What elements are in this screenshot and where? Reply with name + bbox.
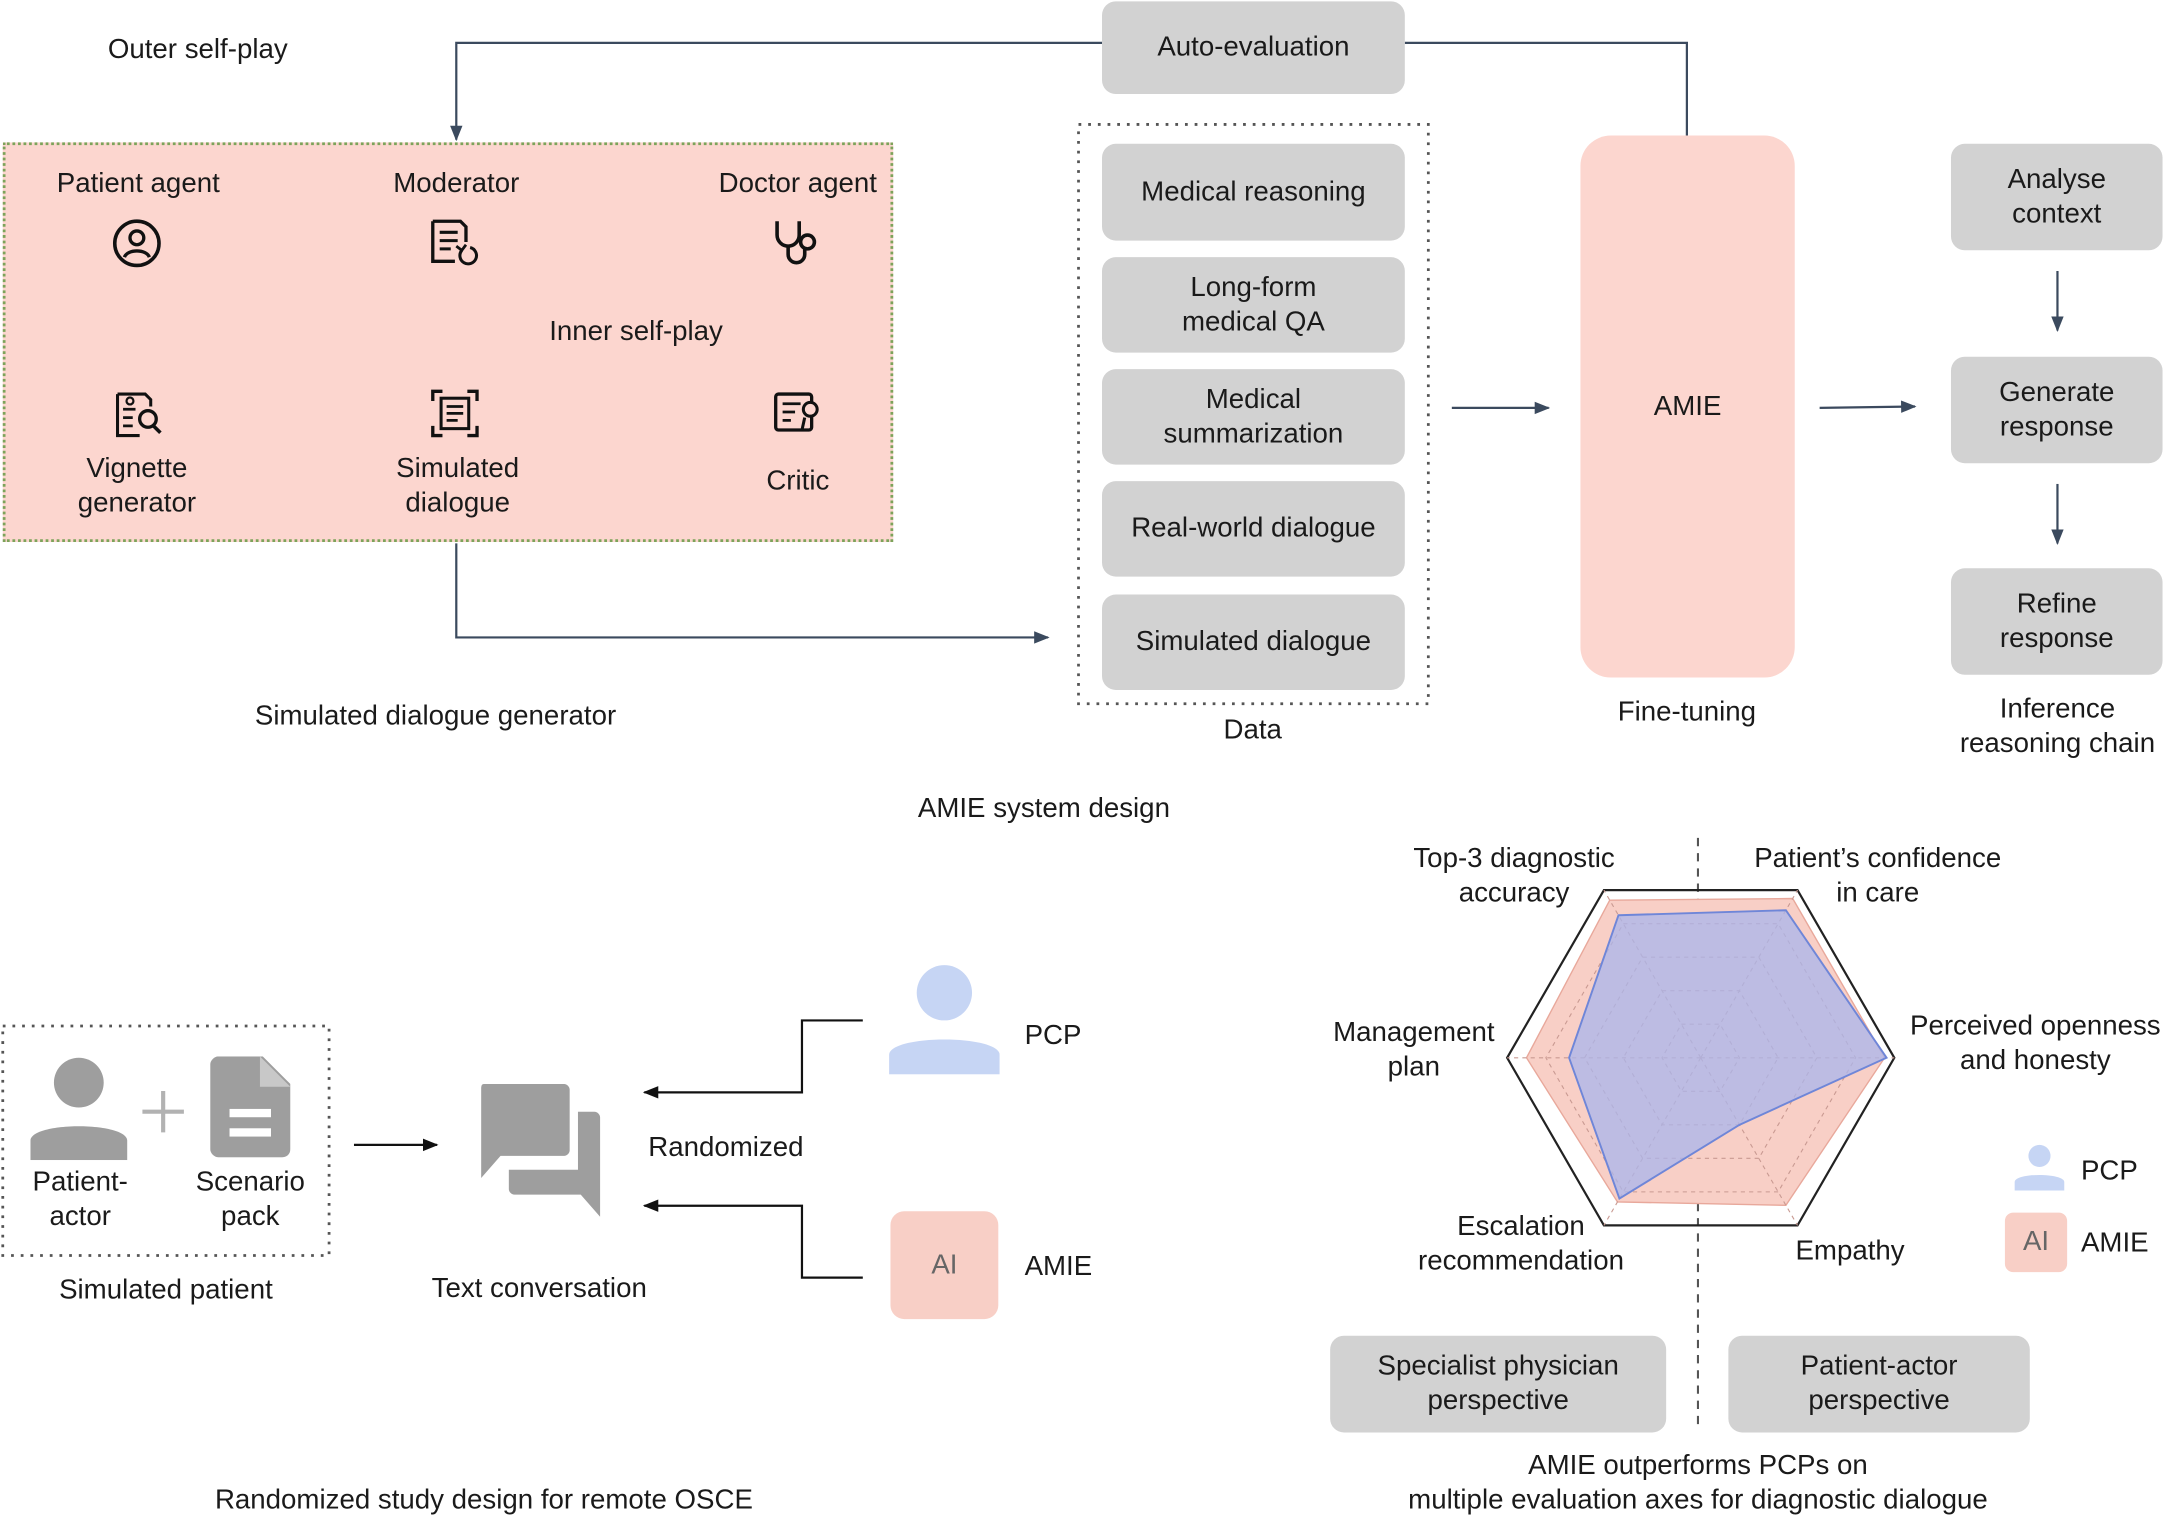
chat-bubbles-icon — [481, 1084, 601, 1217]
patient-actor-person-icon — [30, 1057, 128, 1161]
study-design-title: Randomized study design for remote OSCE — [214, 1485, 753, 1516]
randomized-label: Randomized — [648, 1132, 804, 1163]
amie-study-label: AMIE — [1024, 1251, 1093, 1282]
specialist-perspective-box: Specialist physician perspective — [1330, 1335, 1667, 1433]
vignette-generator-label: Vignette generator — [77, 453, 197, 519]
radar-series-pcp — [1568, 909, 1889, 1201]
patient-actor-label: Patient- actor — [32, 1166, 128, 1232]
data-item-label: Medical reasoning — [1141, 176, 1366, 207]
scenario-pack-label: Scenario pack — [195, 1166, 305, 1232]
stethoscope-icon — [775, 221, 817, 265]
fine-tuning-caption: Fine-tuning — [1617, 696, 1757, 728]
arrow-amie-to-conversation — [642, 1199, 863, 1279]
data-item: Simulated dialogue — [1102, 594, 1405, 690]
patient-agent-label: Patient agent — [56, 168, 220, 200]
axis-label-top3: Top-3 diagnostic accuracy — [1413, 843, 1615, 909]
simulated-dialogue-generator-area — [2, 142, 894, 543]
ai-badge-icon: AI — [890, 1211, 999, 1320]
chat-document-icon — [431, 389, 479, 438]
patient-actor-perspective-label: Patient-actor perspective — [1800, 1350, 1958, 1416]
document-refresh-icon — [431, 219, 478, 266]
specialist-perspective-label: Specialist physician perspective — [1377, 1350, 1619, 1416]
document-search-icon — [116, 392, 162, 438]
legend-ai-badge-label: AI — [2022, 1226, 2050, 1257]
ai-badge-label: AI — [931, 1249, 958, 1280]
chain-item-refine: Refine response — [1950, 568, 2163, 675]
chain-item-label: Generate response — [1999, 376, 2115, 442]
data-item: Medical reasoning — [1102, 143, 1405, 241]
simulated-dialogue-node-label: Simulated dialogue — [396, 453, 520, 519]
data-item: Long-form medical QA — [1102, 257, 1405, 353]
amie-model-label: AMIE — [1653, 390, 1722, 422]
plus-icon — [142, 1090, 184, 1133]
text-conversation-caption: Text conversation — [431, 1273, 647, 1304]
auto-evaluation-box: Auto-evaluation — [1102, 1, 1405, 95]
outer-self-play-label: Outer self-play — [107, 34, 288, 65]
data-item-label: Long-form medical QA — [1181, 271, 1325, 337]
axis-label-escalation: Escalation recommendation — [1417, 1211, 1624, 1277]
arrow-amie-to-chain — [1819, 400, 1917, 413]
generator-caption: Simulated dialogue generator — [254, 701, 617, 732]
radar-grid-spoke — [1700, 1057, 1798, 1226]
data-caption: Data — [1223, 714, 1282, 746]
amie-model-block: AMIE — [1580, 135, 1795, 678]
results-title: AMIE outperforms PCPs on multiple evalua… — [1408, 1450, 1988, 1516]
arrow-pcp-to-conversation — [642, 1019, 863, 1099]
data-item: Real-world dialogue — [1102, 481, 1405, 577]
axis-label-openness: Perceived openness and honesty — [1910, 1010, 2161, 1076]
chain-item-label: Refine response — [1999, 588, 2114, 654]
data-item-label: Medical summarization — [1163, 383, 1344, 449]
doctor-agent-label: Doctor agent — [718, 168, 877, 200]
moderator-label: Moderator — [393, 168, 520, 200]
chain-item-label: Analyse context — [2007, 163, 2106, 229]
data-item: Medical summarization — [1102, 369, 1405, 465]
legend-pcp-label: PCP — [2080, 1155, 2138, 1187]
outer-loop-arrow — [450, 41, 1103, 142]
legend-amie-label: AMIE — [2080, 1227, 2149, 1259]
scenario-document-icon — [210, 1056, 291, 1158]
data-item-label: Real-world dialogue — [1131, 512, 1376, 544]
radar-grid-ring — [1545, 923, 1857, 1193]
chain-item-generate: Generate response — [1950, 356, 2163, 464]
data-frame — [1077, 123, 1430, 706]
person-circle-icon — [112, 219, 161, 268]
axis-label-confidence: Patient’s confidence in care — [1754, 843, 2002, 909]
inner-self-play-label: Inner self-play — [549, 316, 723, 348]
critic-review-icon — [774, 392, 819, 432]
auto-evaluation-label: Auto-evaluation — [1157, 31, 1350, 63]
pcp-person-icon — [889, 965, 1000, 1075]
axis-label-empathy: Empathy — [1795, 1236, 1905, 1267]
chain-caption: Inference reasoning chain — [1959, 694, 2156, 760]
critic-label: Critic — [766, 465, 830, 497]
axis-label-management: Management plan — [1333, 1017, 1495, 1083]
legend-ai-badge-icon: AI — [2004, 1212, 2068, 1273]
arrow-generator-to-data — [455, 543, 1050, 644]
chain-item-analyse: Analyse context — [1950, 143, 2163, 251]
outer-loop-line — [1404, 41, 1689, 136]
simulated-patient-caption: Simulated patient — [59, 1274, 273, 1306]
system-design-title: AMIE system design — [917, 793, 1170, 825]
radar-chart — [1505, 889, 1896, 1227]
pcp-label: PCP — [1024, 1020, 1082, 1051]
legend-pcp-icon — [2014, 1144, 2065, 1191]
data-item-label: Simulated dialogue — [1135, 626, 1372, 657]
patient-actor-perspective-box: Patient-actor perspective — [1728, 1335, 2030, 1433]
